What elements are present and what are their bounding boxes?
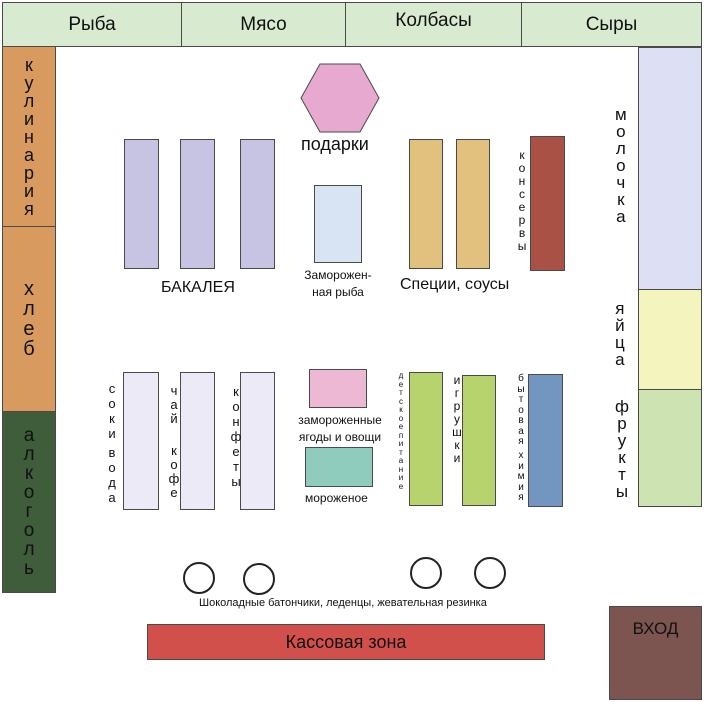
section-cheese: Сыры [521, 2, 702, 47]
bakaleya-label: БАКАЛЕЯ [161, 279, 235, 296]
canned-shelf [530, 136, 565, 271]
impulse-rack-1 [183, 562, 215, 594]
section-sausages: Колбасы [345, 2, 522, 47]
entrance: ВХОД [609, 606, 702, 700]
tea-shelf [180, 372, 215, 510]
spices-label: Специи, соусы [400, 276, 510, 293]
checkout-label: Кассовая зона [285, 631, 407, 652]
gifts-label: подарки [301, 134, 369, 154]
impulse-label: Шоколадные батончики, леденцы, жевательн… [199, 597, 487, 609]
entrance-label: ВХОД [632, 619, 679, 638]
gifts-hexagon [300, 63, 380, 133]
toys-shelf [462, 375, 496, 506]
frozen-fish-freezer [314, 185, 362, 263]
impulse-rack-2 [243, 563, 275, 595]
ice-cream-label: мороженое [305, 491, 368, 505]
frozen-fish-label-line-2: ная рыба [312, 285, 364, 299]
frozen-fish-label-line-1: Заморожен- [304, 268, 372, 282]
spices-shelf-1 [409, 139, 443, 269]
bakaleya-shelf-1 [124, 139, 159, 269]
baby-food-shelf [409, 372, 443, 506]
section-cheese-label: Сыры [585, 13, 638, 35]
section-sausages-label: Колбасы [395, 9, 472, 31]
candy-shelf [240, 372, 275, 510]
section-fish-label: Рыба [68, 13, 116, 35]
checkout-zone: Кассовая зона [147, 624, 545, 660]
section-meat: Мясо [181, 2, 346, 47]
juice-shelf [123, 372, 159, 510]
frozen-berries-label-line-2: ягоды и овощи [298, 430, 382, 444]
ice-cream-freezer [305, 447, 373, 487]
impulse-rack-3 [410, 557, 442, 589]
bakaleya-shelf-3 [240, 139, 275, 269]
frozen-fish-label: Заморожен- ная рыба [298, 267, 378, 301]
spices-shelf-2 [456, 139, 490, 269]
frozen-berries-label: замороженные ягоды и овощи [288, 412, 392, 446]
bakaleya-shelf-2 [180, 139, 215, 269]
frozen-berries-freezer [309, 369, 367, 408]
frozen-berries-label-line-1: замороженные [298, 413, 382, 427]
household-shelf [528, 374, 563, 507]
section-fish: Рыба [2, 2, 182, 47]
section-meat-label: Мясо [240, 13, 287, 35]
impulse-rack-4 [474, 557, 506, 589]
